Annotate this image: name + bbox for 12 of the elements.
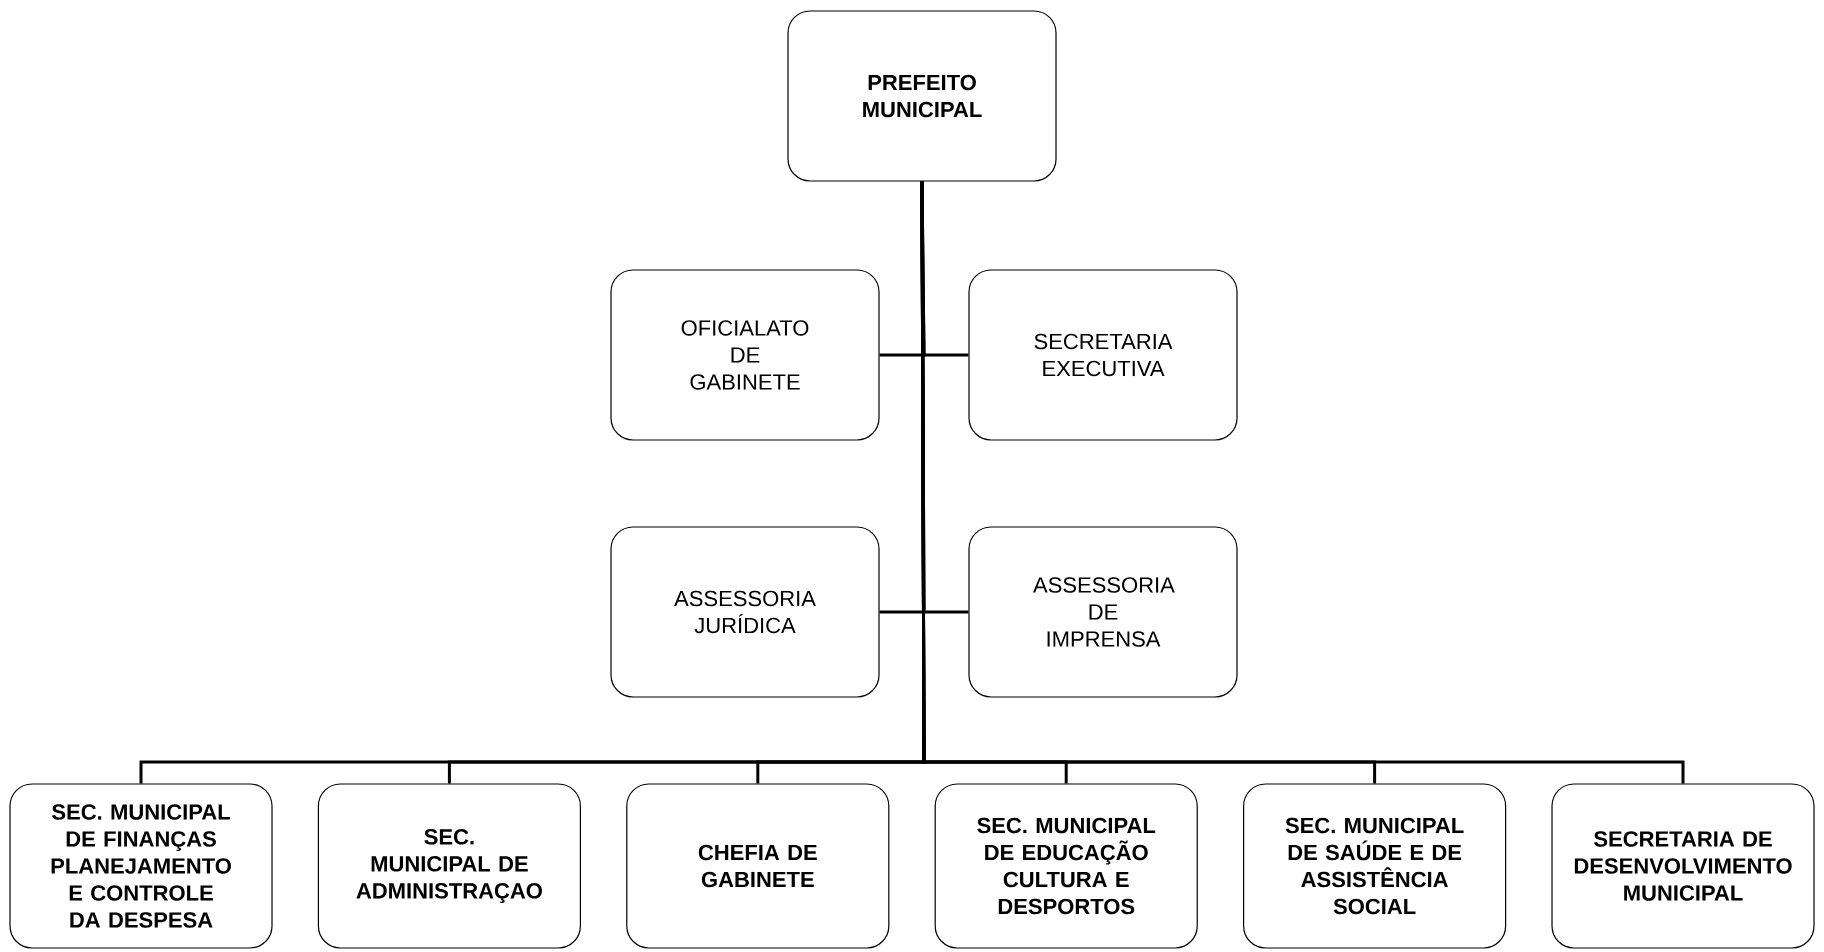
department-box: SEC. MUNICIPAL DE SAÚDE E DE ASSISTÊNCIA SOCIAL: [1243, 783, 1507, 949]
department-box: SECRETARIA DE DESENVOLVIMENTO MUNICIPAL: [1551, 783, 1815, 949]
department-box: SEC. MUNICIPAL DE EDUCAÇÃO CULTURA E DESPORTOS: [934, 783, 1198, 949]
staff-box: ASSESSORIA DE IMPRENSA: [968, 526, 1238, 698]
staff-box: ASSESSORIA JURÍDICA: [610, 526, 880, 698]
head-box: PREFEITO MUNICIPAL: [787, 10, 1057, 182]
department-box: CHEFIA DE GABINETE: [626, 783, 890, 949]
department-box: SEC. MUNICIPAL DE FINANÇAS PLANEJAMENTO E CONTROLE DA DESPESA: [9, 783, 273, 949]
department-box: SEC. MUNICIPAL DE ADMINISTRAÇAO: [317, 783, 581, 949]
connector-line: [920, 181, 1685, 784]
staff-box: SECRETARIA EXECUTIVA: [968, 269, 1238, 441]
staff-box: OFICIALATO DE GABINETE: [610, 269, 880, 441]
